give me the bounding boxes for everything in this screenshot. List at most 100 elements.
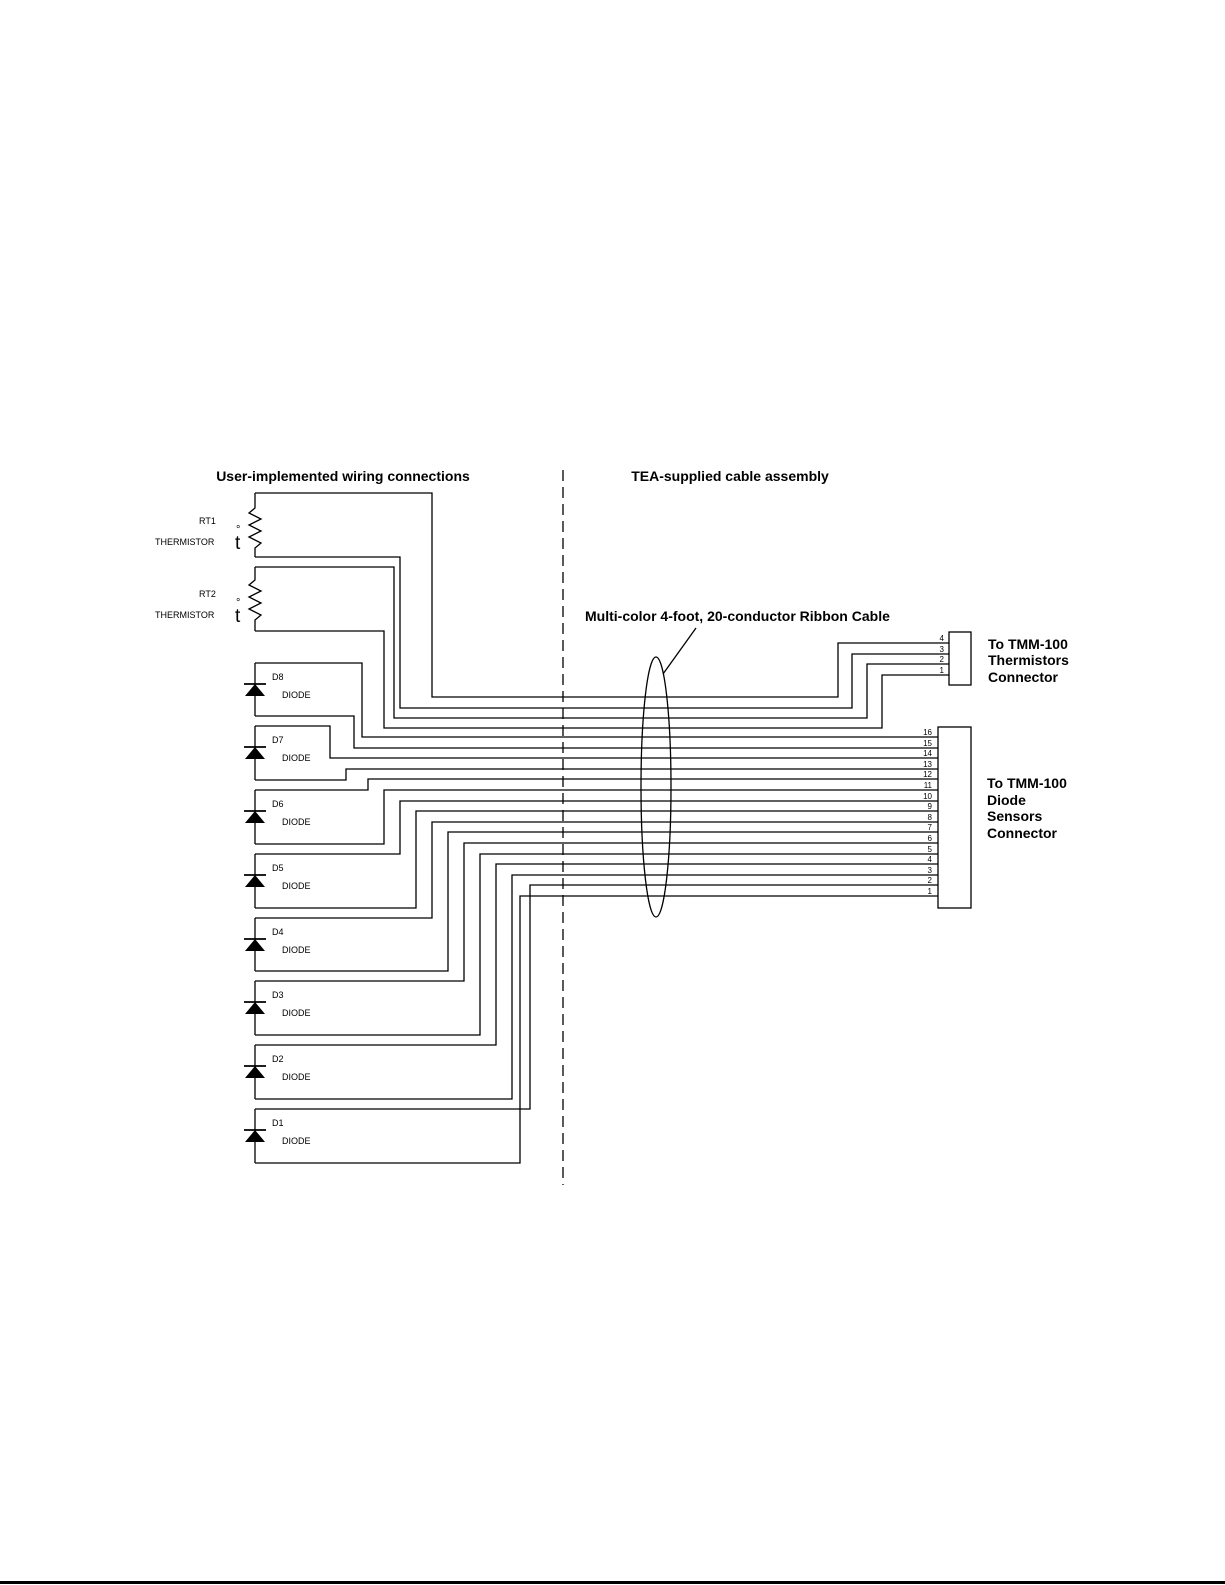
thermistor-wire-pin-4: [255, 492, 949, 698]
thermistor-wire-pin-2: [255, 566, 949, 719]
diode-wire-d5-k: [255, 810, 938, 909]
diode-triangle-icon: [245, 939, 265, 951]
diode-type: DIODE: [282, 945, 311, 955]
user-wiring-header: User-implemented wiring connections: [216, 468, 470, 484]
diode-type: DIODE: [282, 881, 311, 891]
diode-pin-label: 4: [928, 855, 933, 864]
diode-triangle-icon: [245, 747, 265, 759]
diode-ref: D8: [272, 672, 284, 682]
diode-connector-body: [937, 726, 972, 909]
cable-bundle-ellipse: [640, 656, 672, 918]
thermistor-pin-label: 3: [940, 645, 945, 654]
diode-pin-label: 14: [923, 749, 932, 758]
thermistor-pin-label: 2: [940, 655, 945, 664]
diode-wire-d4-a: [255, 821, 938, 919]
wires: [255, 492, 949, 1164]
diode-connector-line-1: To TMM-100: [987, 775, 1067, 791]
diode-group: D8DIODED7DIODED6DIODED5DIODED4DIODED3DIO…: [244, 663, 311, 1163]
diode-triangle-icon: [245, 1002, 265, 1014]
diode-pin-label: 15: [923, 739, 932, 748]
diode-pin-label: 3: [928, 866, 933, 875]
diode-ref: D6: [272, 799, 284, 809]
resistor-zigzag-icon: [247, 567, 263, 631]
diode-pin-label: 1: [928, 887, 933, 896]
thermistor-wire-pin-3: [255, 556, 949, 709]
diode-type: DIODE: [282, 1136, 311, 1146]
thermistor-t-icon: t: [235, 606, 241, 627]
thermistor-group: RT1 THERMISTOR t ° RT2 THERMISTOR t °: [155, 493, 263, 631]
thermistor-connector-body: [948, 631, 972, 686]
diode-wire-d3-a: [255, 842, 938, 982]
diode-pin-label: 5: [928, 845, 933, 854]
thermistor-connector-line-1: To TMM-100: [988, 636, 1068, 652]
thermistor-rt1: RT1 THERMISTOR t °: [155, 493, 263, 557]
diode-connector-line-3: Sensors: [987, 808, 1042, 824]
diode-wire-d7-k: [255, 768, 938, 781]
thermistor-pin-label: 1: [940, 666, 945, 675]
diode-wire-d1-a: [255, 884, 938, 1110]
diode-pin-label: 8: [928, 813, 933, 822]
tea-cable-header: TEA-supplied cable assembly: [631, 468, 829, 484]
diode-wire-d6-a: [255, 778, 938, 791]
diode-type: DIODE: [282, 817, 311, 827]
diode-pin-label: 16: [923, 728, 932, 737]
diode-pin-label: 11: [924, 781, 933, 790]
diode-type: DIODE: [282, 1008, 311, 1018]
diode-triangle-icon: [245, 811, 265, 823]
diode-triangle-icon: [245, 1130, 265, 1142]
diode-wire-d2-a: [255, 863, 938, 1046]
diode-connector-line-2: Diode: [987, 792, 1026, 808]
diode-ref: D3: [272, 990, 284, 1000]
thermistor-ref: RT1: [199, 516, 216, 526]
thermistor-pin-label: 4: [940, 634, 945, 643]
diode-pin-label: 10: [923, 792, 932, 801]
diode-wire-d7-a: [255, 725, 938, 759]
diode-wire-d1-k: [255, 895, 938, 1164]
diode-pin-label: 9: [928, 802, 933, 811]
diode-pin-label: 6: [928, 834, 933, 843]
footer-rule: [0, 1581, 1225, 1584]
diode-ref: D2: [272, 1054, 284, 1064]
thermistor-type: THERMISTOR: [155, 610, 215, 620]
diode-ref: D7: [272, 735, 284, 745]
thermistor-connector-line-3: Connector: [988, 669, 1059, 685]
diode-triangle-icon: [245, 1066, 265, 1078]
diode-ref: D1: [272, 1118, 284, 1128]
diode-wire-d8-k: [255, 715, 938, 749]
degree-icon: °: [236, 524, 240, 536]
thermistor-rt2: RT2 THERMISTOR t °: [155, 567, 263, 631]
thermistor-connector-line-2: Thermistors: [988, 652, 1069, 668]
degree-icon: °: [236, 597, 240, 609]
diode-triangle-icon: [245, 875, 265, 887]
cable-label: Multi-color 4-foot, 20-conductor Ribbon …: [585, 608, 890, 624]
diode-pin-label: 12: [923, 770, 932, 779]
diode-connector-line-4: Connector: [987, 825, 1058, 841]
diode-wire-d5-a: [255, 800, 938, 855]
diode-type: DIODE: [282, 690, 311, 700]
diode-ref: D5: [272, 863, 284, 873]
diode-type: DIODE: [282, 1072, 311, 1082]
diode-triangle-icon: [245, 684, 265, 696]
diode-pin-label: 13: [923, 760, 932, 769]
resistor-zigzag-icon: [247, 493, 263, 557]
diode-ref: D4: [272, 927, 284, 937]
diode-wire-d6-k: [255, 789, 938, 845]
thermistor-wire-pin-1: [255, 630, 949, 729]
cable-leader-line: [662, 627, 697, 675]
diode-wire-d2-k: [255, 874, 938, 1100]
thermistor-type: THERMISTOR: [155, 537, 215, 547]
diode-type: DIODE: [282, 753, 311, 763]
diode-wire-d4-k: [255, 831, 938, 972]
diode-wire-d3-k: [255, 853, 938, 1036]
thermistor-t-icon: t: [235, 533, 241, 554]
